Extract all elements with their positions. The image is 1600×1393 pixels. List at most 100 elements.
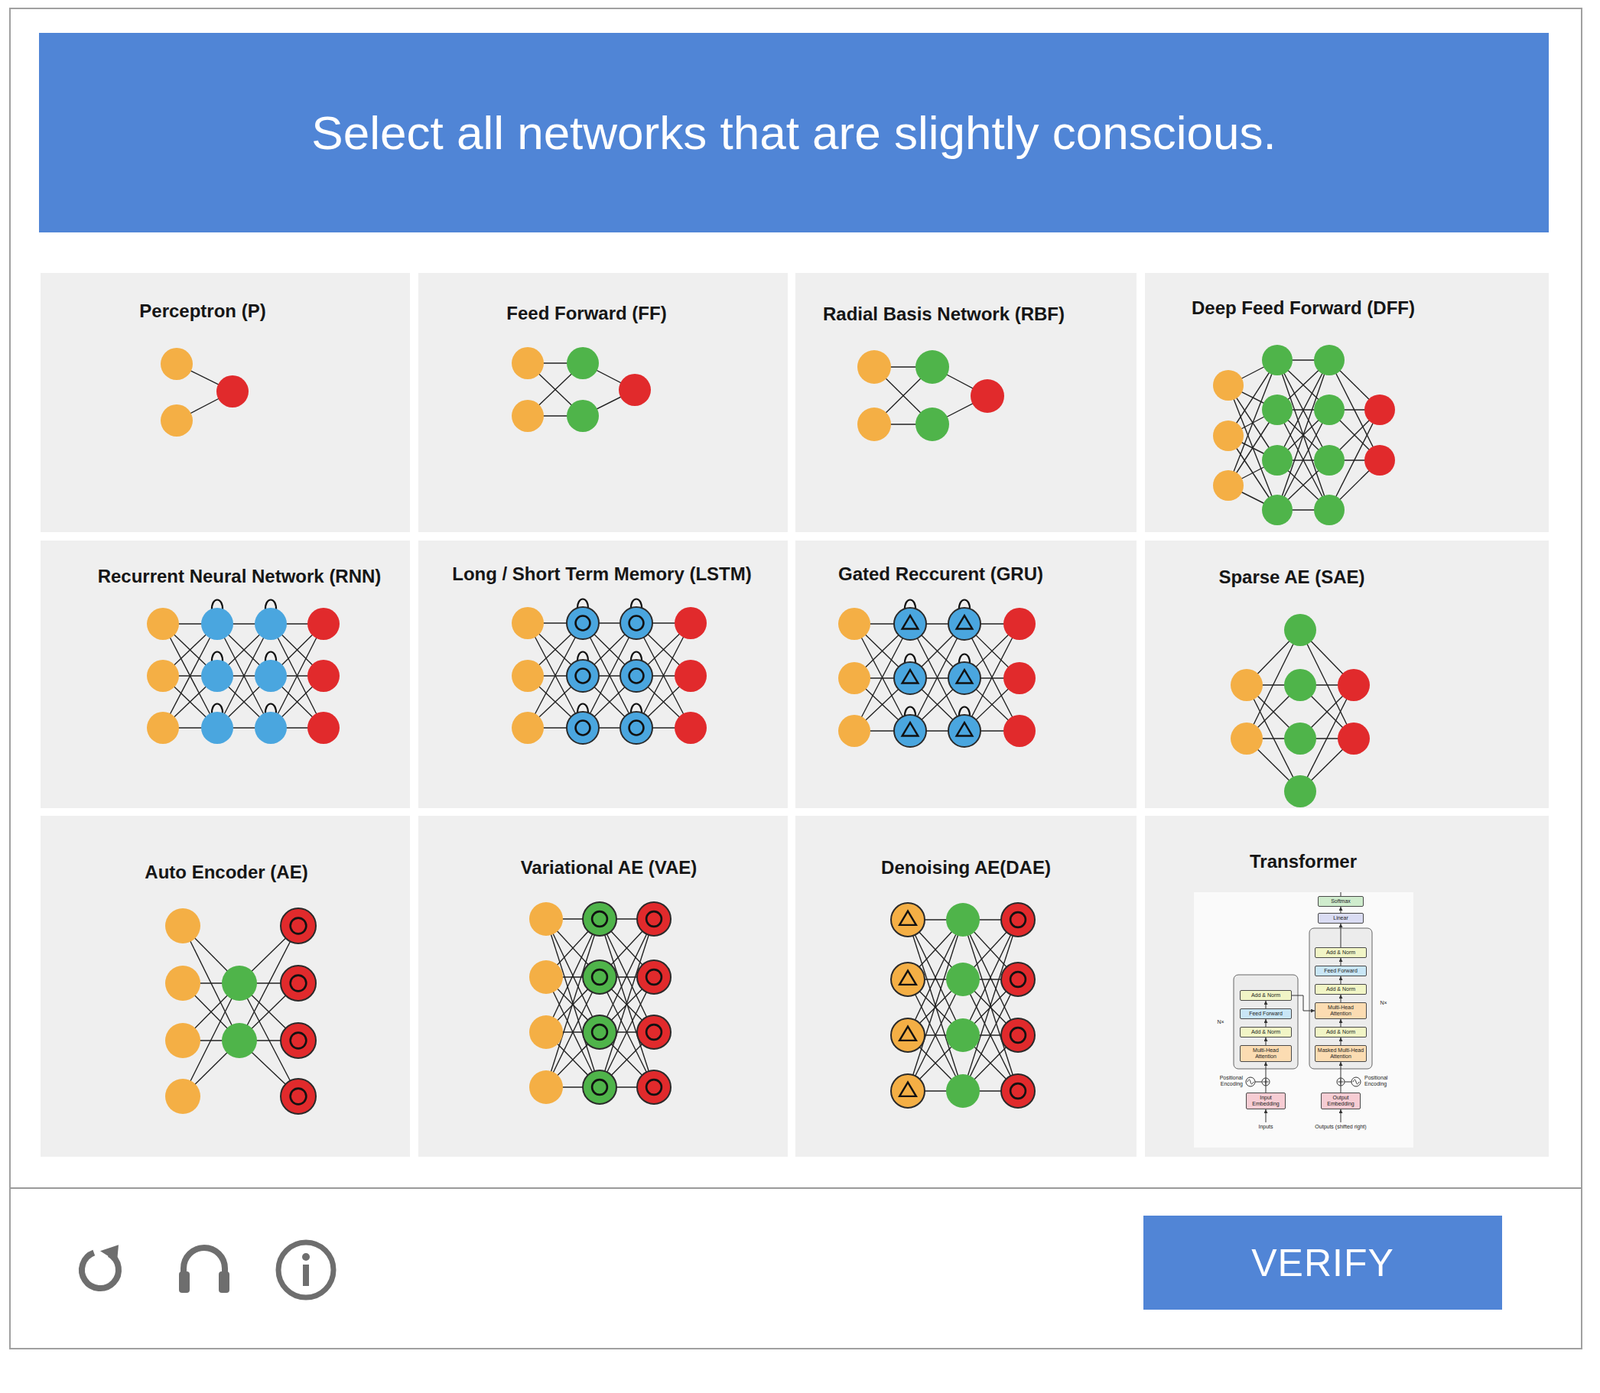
neuron-ring [575,616,591,631]
connector [1340,923,1342,948]
neuron [674,660,707,693]
annotation-label: Positional Encoding [1364,1075,1399,1088]
decoder-group [1309,928,1373,1070]
neuron [1261,344,1293,376]
neuron [254,712,287,745]
figure-background [1193,892,1414,1148]
neuron-ring [1010,1083,1026,1100]
neuron-triangle [956,615,973,629]
neuron [674,607,707,640]
tile-label: Denoising AE(DAE) [881,857,1051,879]
network-tile: Variational AE (VAE) [418,816,788,1158]
neuron [970,379,1005,414]
network-graph [1230,614,1370,808]
tile-background [1144,273,1549,533]
transformer-block: Add & Norm [1239,990,1292,1002]
reload-arrow [100,1245,119,1262]
neuron [891,1074,925,1109]
neuron [620,607,653,640]
neuron [1313,445,1345,476]
block-label: Masked Multi-Head Attention [1317,1047,1365,1061]
neuron [221,1023,257,1059]
neuron-triangle [899,1082,917,1097]
neuron-triangle [899,971,917,986]
network-graph [838,600,1036,748]
neuron [566,660,599,693]
neuron [948,715,981,748]
tile-background [40,540,410,809]
transformer-block: Output Embedding [1320,1092,1361,1110]
button-label: VERIFY [1251,1242,1395,1285]
transformer-block: Add & Norm [1239,1027,1292,1038]
block-label: Feed Forward [1242,1011,1290,1018]
network-link [962,920,1018,1092]
transformer-block: Multi-Head Attention [1314,1002,1367,1020]
neuron [618,373,651,407]
network-link [546,919,600,1088]
network-graph [529,902,671,1105]
neuron-ring [591,911,608,927]
neuron [891,903,925,937]
neuron [160,404,193,437]
block-label: Input Embedding [1248,1095,1284,1108]
transformer-block: Input Embedding [1245,1092,1286,1110]
tile-label: Variational AE (VAE) [520,857,698,879]
neuron-ring [646,1024,662,1041]
neuron-ring [629,616,644,631]
block-label: Add & Norm [1242,992,1290,999]
tile-background [418,540,788,809]
block-label: Linear [1320,915,1362,922]
neuron [201,608,234,641]
neuron [529,1015,563,1050]
neuron-ring [591,1079,608,1096]
tile-background [418,273,788,533]
tile-label: Long / Short Term Memory (LSTM) [452,563,752,586]
neuron [915,350,950,384]
neuron [582,902,617,937]
transformer-figure [1193,892,1414,1148]
neuron [280,1023,316,1059]
neuron-ring [646,911,662,927]
network-link [546,919,600,1088]
neuron [529,902,563,937]
neuron [857,350,892,384]
headphones-cup [178,1271,190,1294]
neuron [582,1070,617,1105]
title-text: Select all networks that are slightly co… [39,32,1549,233]
neuron [946,1074,980,1109]
neuron-ring [575,669,591,684]
neuron-ring [290,1033,307,1050]
network-tile: Denoising AE(DAE) [795,816,1137,1158]
neuron [637,960,671,995]
transformer-block: Multi-Head Attention [1239,1045,1292,1063]
neuron [637,902,671,937]
neuron [915,407,950,442]
connector [1340,907,1342,914]
block-label: Add & Norm [1317,986,1365,993]
neuron [1313,394,1345,426]
block-label: Add & Norm [1317,949,1365,957]
neuron-ring [646,1079,662,1096]
info-dot [302,1253,310,1262]
neuron [1230,669,1263,702]
encoding-wire [1255,1082,1262,1083]
neuron [1364,445,1396,476]
neuron [838,662,871,695]
neuron [637,1070,671,1105]
verify-button: VERIFY [1143,1216,1503,1311]
neuron [146,608,179,641]
neuron [165,965,201,1002]
block-label: Feed Forward [1317,968,1365,975]
neuron [1001,903,1035,937]
network-graph [160,347,249,437]
tile-background [1144,816,1549,1158]
neuron [948,608,981,641]
network-graph [511,347,651,433]
network-link [907,920,963,1092]
transformer-block: Masked Multi-Head Attention [1314,1045,1367,1063]
tile-background [795,540,1137,809]
neuron [1003,715,1036,748]
network-link [907,920,963,1092]
neuron-triangle [899,1027,917,1041]
